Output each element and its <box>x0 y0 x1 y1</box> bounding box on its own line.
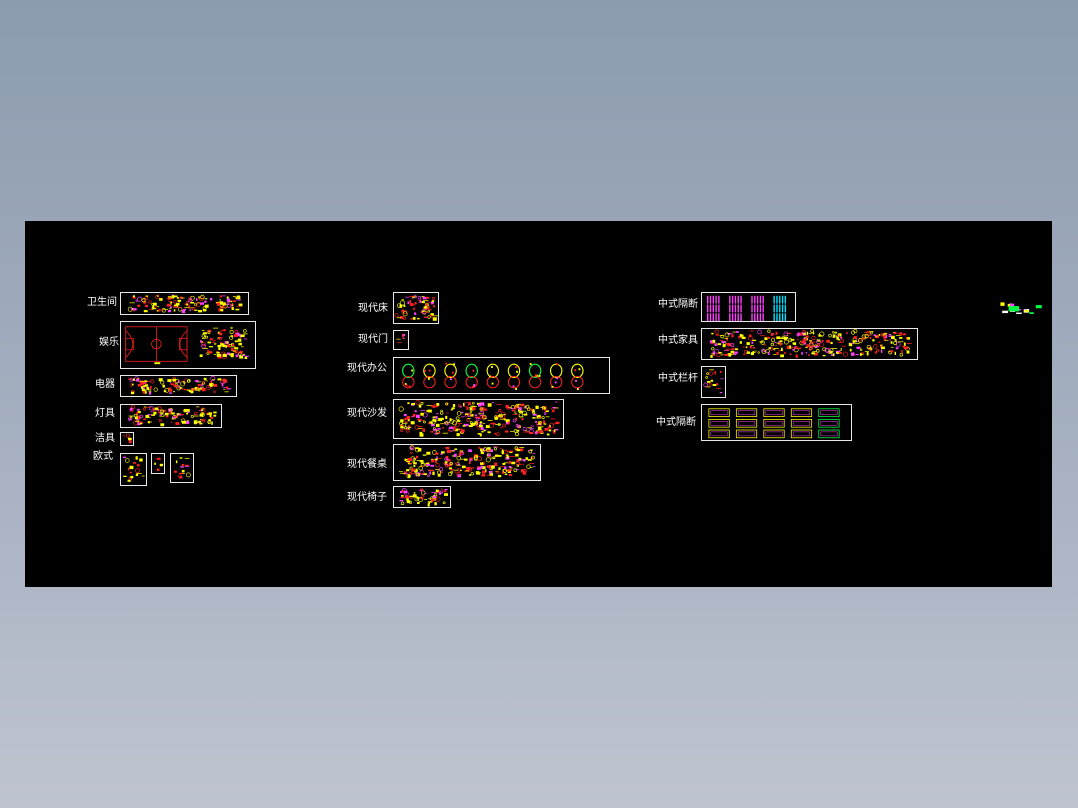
label-chinese-partition-2: 中式隔断 <box>656 417 696 428</box>
block-lighting[interactable] <box>120 404 222 428</box>
block-modern-chair[interactable] <box>393 486 451 508</box>
block-symbols <box>708 408 840 439</box>
block-symbols <box>398 400 560 437</box>
block-symbols <box>399 488 449 507</box>
block-modern-door[interactable] <box>393 330 409 350</box>
block-bathroom[interactable] <box>120 292 249 315</box>
label-appliances: 电器 <box>95 379 115 390</box>
block-symbols <box>127 405 217 427</box>
block-modern-office[interactable] <box>393 357 610 394</box>
block-symbols <box>127 294 243 314</box>
label-chinese-partition-1: 中式隔断 <box>658 299 698 310</box>
label-modern-sofa: 现代沙发 <box>347 408 387 419</box>
label-chinese-railing: 中式栏杆 <box>658 373 698 384</box>
block-symbols <box>173 457 191 479</box>
block-european-1[interactable] <box>120 453 147 486</box>
label-modern-office: 现代办公 <box>347 363 387 374</box>
block-appliances[interactable] <box>120 375 237 397</box>
block-symbols <box>394 295 438 321</box>
label-european: 欧式 <box>93 451 113 462</box>
label-sanitary: 洁具 <box>95 433 115 444</box>
block-symbols <box>706 295 787 321</box>
block-misc-cluster[interactable] <box>997 299 1043 315</box>
block-symbols <box>709 329 912 358</box>
block-symbols <box>703 369 724 394</box>
label-modern-bed: 现代床 <box>358 303 388 314</box>
block-symbols <box>398 445 536 479</box>
label-chinese-furniture: 中式家具 <box>658 335 698 346</box>
block-symbols <box>396 334 405 344</box>
block-symbols <box>402 362 584 391</box>
block-modern-dining[interactable] <box>393 444 541 481</box>
block-modern-sofa[interactable] <box>393 399 564 439</box>
block-entertainment[interactable] <box>120 321 256 369</box>
block-symbols <box>128 376 231 395</box>
block-symbols <box>122 433 133 444</box>
block-symbols <box>123 456 145 482</box>
block-modern-bed[interactable] <box>393 292 439 324</box>
label-modern-chair: 现代椅子 <box>347 492 387 503</box>
label-modern-door: 现代门 <box>358 334 388 345</box>
block-chinese-furniture[interactable] <box>701 328 918 360</box>
model-space-canvas[interactable]: 卫生间 娱乐 电器 灯具 洁具 欧式 现代床 现代门 现代办公 现代沙发 现代餐… <box>25 221 1052 587</box>
label-lighting: 灯具 <box>95 408 115 419</box>
label-bathroom: 卫生间 <box>87 297 117 308</box>
block-chinese-partition-1[interactable] <box>701 292 796 322</box>
block-symbols <box>1000 302 1042 314</box>
basketball-court-drawing <box>125 326 249 365</box>
block-chinese-partition-2[interactable] <box>701 404 852 441</box>
block-european-3[interactable] <box>170 453 194 483</box>
block-symbols <box>154 457 164 471</box>
label-entertainment: 娱乐 <box>99 337 119 348</box>
label-modern-dining: 现代餐桌 <box>347 459 387 470</box>
block-european-2[interactable] <box>151 453 165 474</box>
block-sanitary[interactable] <box>120 432 134 446</box>
block-chinese-railing[interactable] <box>701 366 726 398</box>
